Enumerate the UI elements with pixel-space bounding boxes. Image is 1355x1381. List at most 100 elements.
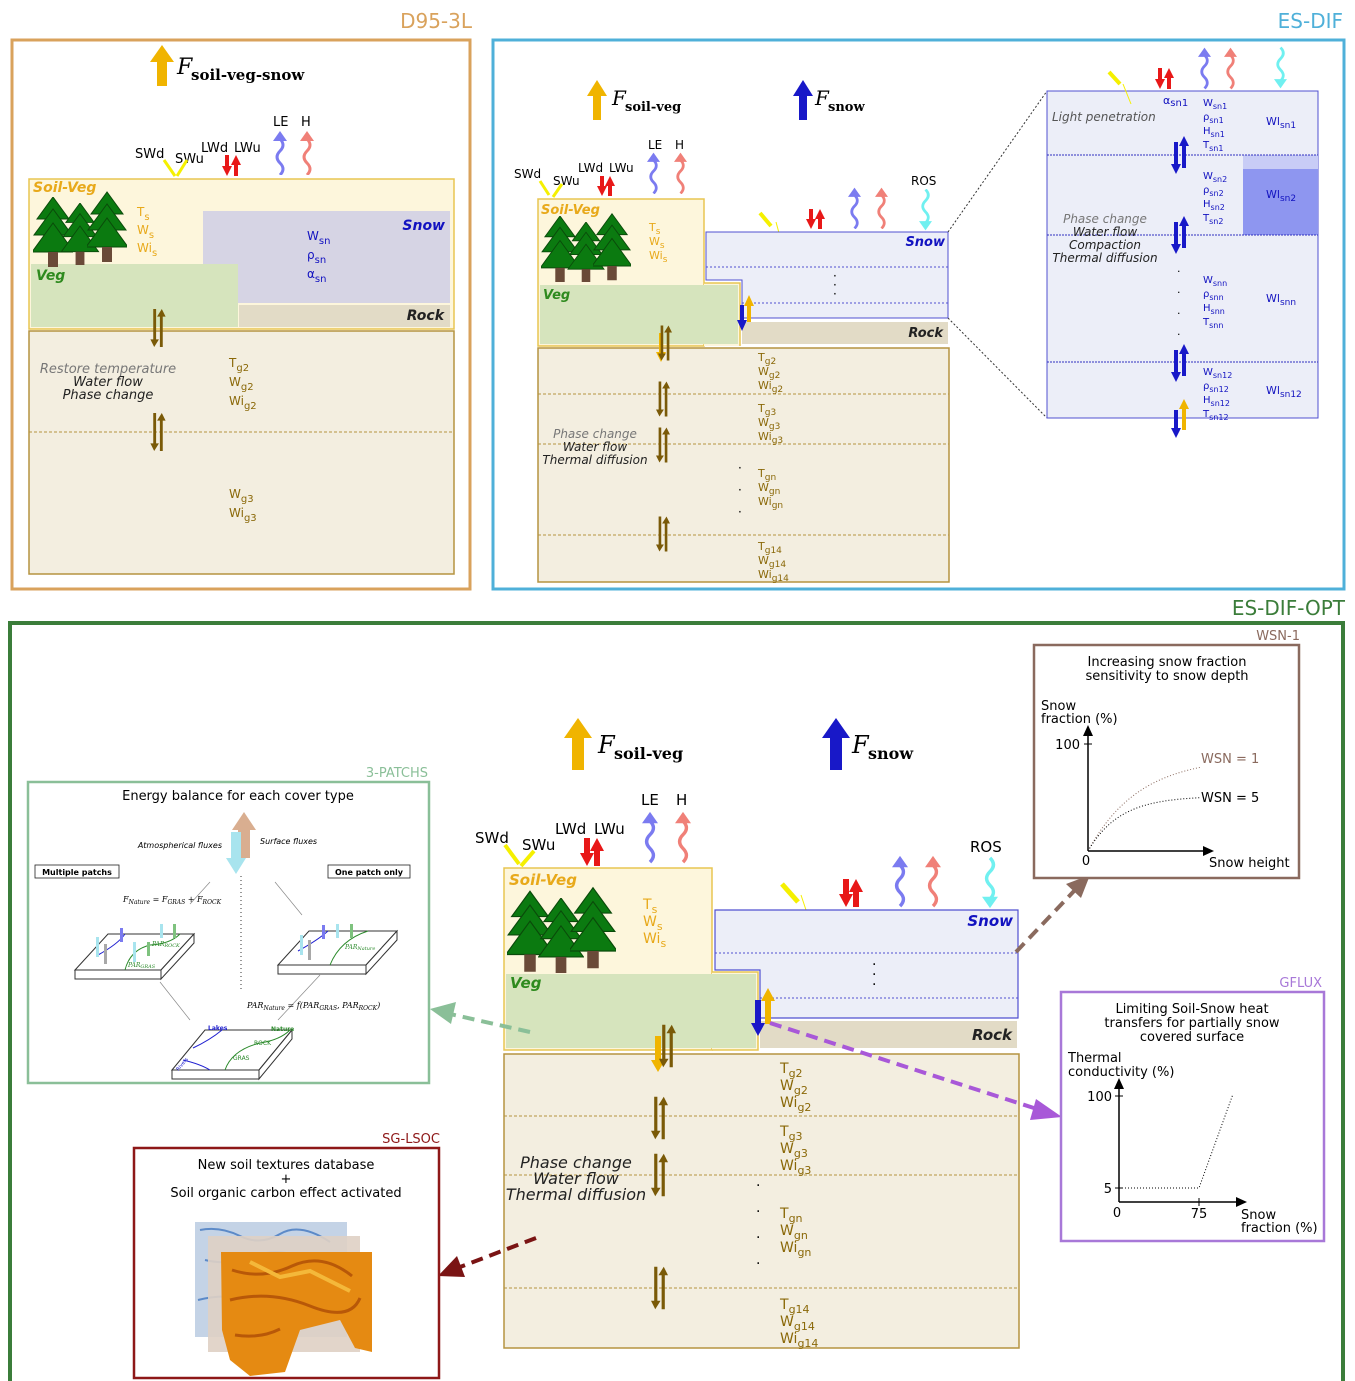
parnature-formula: PARNature = f(PARGRAS, PARROCK) xyxy=(246,1001,380,1012)
ellipsis: · xyxy=(756,1256,760,1272)
ellipsis: · xyxy=(756,1204,760,1220)
one-patch-tile: PARNature xyxy=(276,924,399,976)
latent-heat-wave-icon xyxy=(642,810,658,864)
panel-esdif-title: ES-DIF xyxy=(1278,9,1343,33)
atmos-label: Atmospherical fluxes xyxy=(137,841,222,850)
fnature-formula: FNature = FGRAS + FROCK xyxy=(122,895,222,906)
sun-ray-icon xyxy=(503,843,521,866)
flux-swu: SWu xyxy=(522,836,555,854)
link-line xyxy=(159,981,191,1021)
wsn-border xyxy=(1032,643,1301,880)
gflux-title: transfers for partially snow xyxy=(1104,1016,1280,1031)
gflux-title: Limiting Soil-Snow heat xyxy=(1115,1002,1268,1017)
link-line xyxy=(277,974,321,1021)
axis-arrow-icon xyxy=(1083,725,1093,736)
sglsoc-connector xyxy=(459,1236,537,1269)
atmos-flux-arrow-icon xyxy=(226,832,246,874)
down-arrow-icon xyxy=(1171,222,1181,254)
variable-label: ρsn1 xyxy=(1203,112,1224,125)
sun-ray-icon xyxy=(780,882,800,904)
ellipsis: · xyxy=(872,957,876,973)
flux-up-arrow-icon xyxy=(587,80,607,120)
one-patch-label: One patch only xyxy=(335,868,404,877)
ellipsis: · xyxy=(756,1178,760,1194)
process-label: Compaction xyxy=(1069,238,1141,252)
variable-label: Wsnn xyxy=(1203,275,1227,288)
nature-boundary xyxy=(224,1029,291,1071)
wsn-legend-5: WSN = 5 xyxy=(1201,791,1259,806)
variable-label: Tg3 xyxy=(757,402,776,418)
snow-zoom: αsn1 Light penetration Phase change Wate… xyxy=(1046,46,1319,438)
variable-label: Wis xyxy=(643,931,666,950)
flux-up-arrow-icon xyxy=(793,80,813,120)
soil-box xyxy=(537,347,950,583)
ellipsis: · xyxy=(833,269,837,283)
variable-label: Wlsn2 xyxy=(1266,188,1296,204)
variable-label: Tg2 xyxy=(779,1061,803,1080)
variable-label: ρsn2 xyxy=(1203,185,1224,198)
variable-label: ρsnn xyxy=(1203,289,1224,302)
panel-d95: D95-3L F soil-veg-snow SWd SWu LWd LWu L… xyxy=(10,9,473,591)
up-arrow-icon xyxy=(1179,136,1189,168)
up-arrow-icon xyxy=(849,879,863,907)
variable-label: Wg3 xyxy=(229,487,254,505)
process-label: Restore temperature xyxy=(40,362,176,377)
variable-label: Wg2 xyxy=(229,375,254,393)
gflux-border xyxy=(1059,990,1326,1243)
flux-swu: SWu xyxy=(553,174,580,188)
snow-exchange-arrows xyxy=(1171,136,1189,438)
snow-box xyxy=(203,211,450,303)
multiple-patchs-tag xyxy=(34,864,120,879)
gflux-ytick: 5 xyxy=(1104,1182,1112,1197)
flux-symbol: F xyxy=(814,86,830,110)
variable-label: Wig3 xyxy=(780,1158,811,1177)
flux-h: H xyxy=(301,115,311,130)
variable-label: Wgn xyxy=(758,481,780,497)
soil-maps-image xyxy=(195,1222,372,1376)
variable-label: Tgn xyxy=(779,1206,803,1225)
sun-ray-icon xyxy=(538,180,551,196)
gflux-ytick: 100 xyxy=(1087,1090,1112,1105)
gflux-ylabel: Thermal xyxy=(1067,1051,1122,1066)
variable-label: Wign xyxy=(780,1240,811,1259)
process-label: Water flow xyxy=(1073,225,1137,239)
patches-connector xyxy=(449,1012,531,1034)
flux-bar-icon xyxy=(336,924,339,938)
sensible-heat-wave-icon xyxy=(875,187,888,229)
gflux-origin: 0 xyxy=(1113,1206,1121,1221)
variable-label: Wig2 xyxy=(229,394,257,412)
up-arrow-icon xyxy=(815,209,825,229)
flux-subscript: soil-veg xyxy=(625,100,681,115)
sun-ray-icon xyxy=(519,849,536,868)
latent-heat-wave-icon xyxy=(273,131,287,175)
wsn-ylabel: Snow xyxy=(1041,699,1076,714)
down-arrow-icon xyxy=(1171,410,1181,438)
flux-le: LE xyxy=(273,115,288,130)
rock-label: Rock xyxy=(407,308,446,324)
arrowhead-icon xyxy=(1066,875,1090,898)
lake-boundary xyxy=(192,1029,223,1049)
opt-main-fluxes: F soil-veg F snow xyxy=(564,718,914,770)
liquid-water-highlight xyxy=(1243,169,1318,235)
arrowhead-icon xyxy=(438,1256,465,1277)
process-label: Water flow xyxy=(533,1169,620,1188)
panel-esdifopt-title: ES-DIF-OPT xyxy=(1232,596,1346,620)
sensible-heat-wave-icon xyxy=(925,854,941,908)
zoom-line xyxy=(947,90,1048,233)
variable-label: Wig2 xyxy=(758,379,783,395)
flux-bar-icon xyxy=(173,924,176,938)
variable-label: Tsn2 xyxy=(1202,213,1223,226)
variable-label: Wg14 xyxy=(780,1314,815,1333)
veg-label: Veg xyxy=(36,268,65,284)
variable-label: Wig2 xyxy=(780,1095,811,1114)
veg-label: Veg xyxy=(543,288,570,303)
flux-symbol: F xyxy=(851,731,870,759)
sensible-heat-wave-icon xyxy=(300,131,314,175)
gflux-xlabel: fraction (%) xyxy=(1241,1221,1318,1236)
sun-ray-icon xyxy=(1122,83,1132,105)
tile-side xyxy=(171,1069,260,1080)
variable-label: Ws xyxy=(643,914,663,933)
par-gras-label: PARGRAS xyxy=(127,962,156,970)
tile-side xyxy=(160,932,195,981)
